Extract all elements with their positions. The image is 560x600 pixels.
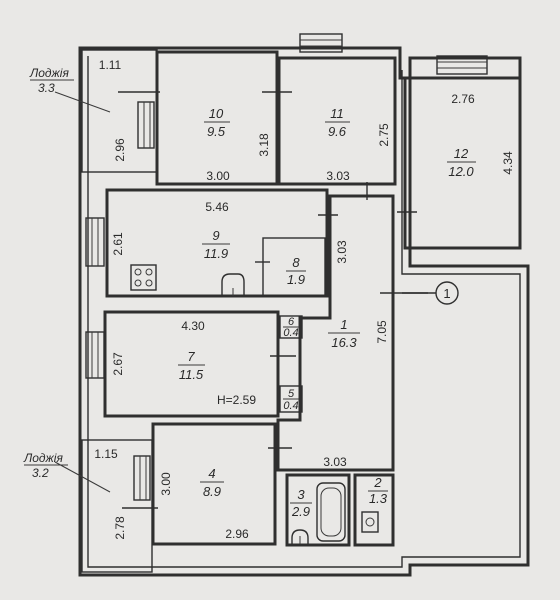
room-1-number: 1 (340, 317, 347, 332)
room-12-area: 12.0 (448, 164, 474, 179)
loggia-bottom-area: 3.2 (32, 466, 49, 480)
dim-room4-width: 2.96 (225, 527, 249, 541)
niche-6-number: 6 (288, 316, 295, 328)
wc-2-number: 2 (373, 475, 382, 490)
dim-room12-depth: 4.34 (501, 151, 515, 175)
bathroom-3-number: 3 (297, 487, 305, 502)
dim-loggia-top-width: 1.11 (99, 58, 122, 72)
hall-outline (276, 194, 395, 472)
room-4-area: 8.9 (203, 484, 221, 499)
room-8-area: 1.9 (287, 272, 305, 287)
windows (85, 33, 488, 501)
dim-loggia-bottom-width: 1.15 (94, 447, 118, 461)
dim-bath-width: 3.03 (323, 455, 347, 469)
room-12-number: 12 (454, 146, 469, 161)
room-9-outline (105, 188, 329, 298)
niche-6-outline (279, 315, 303, 339)
niche-5-number: 5 (288, 388, 295, 400)
dim-room9-width: 5.46 (205, 200, 229, 214)
niche-5-area: 0.4 (283, 400, 298, 412)
room-labels: 10 9.5 11 9.6 12 12.0 9 11.9 8 1.9 7 11.… (178, 106, 476, 519)
dim-room7-depth: 2.67 (111, 352, 125, 376)
sink-icon (221, 273, 245, 296)
dim-room11-width: 3.03 (326, 169, 350, 183)
room-11-outline (277, 56, 397, 186)
room-7-number: 7 (187, 349, 195, 364)
bathroom-3-outline (285, 473, 351, 547)
room-11-number: 11 (330, 106, 344, 121)
room-9-area: 11.9 (204, 246, 228, 261)
stove-icon (130, 264, 157, 291)
loggia-bottom (54, 439, 153, 573)
room-10-area: 9.5 (207, 124, 226, 139)
dim-loggia-top-depth: 2.96 (113, 138, 127, 162)
room-8-outline (262, 237, 326, 297)
niche-5-outline (279, 385, 303, 413)
room-10-outline (155, 50, 279, 186)
dim-room7-width: 4.30 (181, 319, 205, 333)
dim-room4-depth: 3.00 (159, 472, 173, 496)
bathtub-icon (316, 482, 346, 542)
bathroom-3-area: 2.9 (291, 504, 310, 519)
room-11-area: 9.6 (328, 124, 347, 139)
dimension-labels: 1.11 2.96 3.00 3.18 3.03 2.75 2.76 4.34 … (94, 58, 515, 541)
loggia-top-area: 3.3 (38, 81, 55, 95)
outer-wall (78, 46, 530, 577)
room-7-area: 11.5 (179, 367, 204, 382)
room-10-number: 10 (209, 106, 224, 121)
dim-hall-upper-depth: 3.03 (335, 240, 349, 264)
dim-room9-depth: 2.61 (111, 232, 125, 256)
dim-loggia-bottom-depth: 2.78 (113, 516, 127, 540)
outer-wall-inner (87, 56, 521, 568)
loggia-bottom-label: Лоджія (23, 451, 63, 465)
loggia-top-label: Лоджія (29, 66, 69, 80)
room-12-outline (403, 76, 522, 250)
room-4-number: 4 (208, 466, 215, 481)
dim-room11-depth: 2.75 (377, 123, 391, 147)
dim-hall-depth: 7.05 (375, 320, 389, 344)
axis-marker: 1 (402, 281, 459, 305)
wc-2-outline (353, 473, 395, 547)
room-8-number: 8 (292, 255, 300, 270)
dim-room10-width: 3.00 (206, 169, 230, 183)
dim-room10-depth: 3.18 (257, 133, 271, 157)
loggia-labels: Лоджія 3.3 Лоджія 3.2 (23, 66, 74, 480)
toilet-icon (361, 511, 379, 533)
room-9-number: 9 (212, 228, 219, 243)
washbasin-icon (291, 529, 309, 544)
ceiling-height: H=2.59 (217, 393, 256, 407)
niche-6-area: 0.4 (283, 327, 298, 339)
axis-marker-label: 1 (443, 286, 450, 301)
wc-2-area: 1.3 (369, 491, 388, 506)
room-7-outline (103, 310, 280, 418)
room-1-area: 16.3 (331, 335, 357, 350)
door-marks (118, 91, 428, 509)
room-4-outline (151, 422, 277, 546)
dim-room12-width: 2.76 (451, 92, 475, 106)
